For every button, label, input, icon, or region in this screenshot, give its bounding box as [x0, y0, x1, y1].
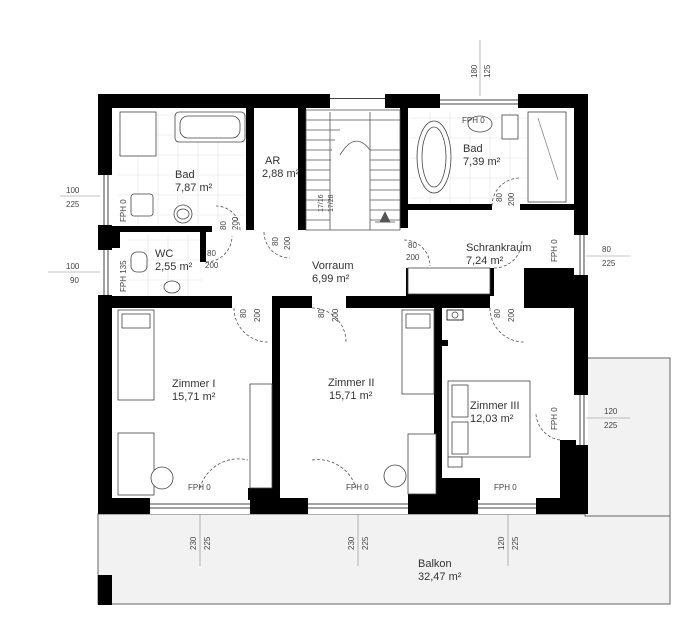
toilet — [130, 193, 154, 217]
shower-bad2 — [527, 111, 567, 203]
window-dim-top-a: 180 — [470, 64, 479, 78]
window-dim-z3-b: 225 — [511, 536, 520, 550]
fph-schrank: FPH 0 — [550, 239, 559, 262]
fph-bad2: FPH 0 — [462, 116, 485, 125]
door-dim-schrank-a: 80 — [408, 241, 417, 250]
room-bad1-name: Bad — [175, 169, 195, 181]
stair-label-b: 17/28 — [328, 194, 335, 212]
window-dim-left-bad-a: 100 — [66, 186, 80, 195]
room-zimmer2-area: 15,71 m² — [329, 390, 373, 402]
staircase — [305, 109, 401, 231]
window-dim-right-z3-a: 120 — [604, 407, 618, 416]
fph-z3-side: FPH 0 — [550, 407, 559, 430]
door-dim-schrank-b: 200 — [406, 253, 420, 262]
chair-zimmer2 — [383, 464, 407, 488]
room-vorraum-area: 6,99 m² — [312, 273, 350, 285]
door-swings — [199, 177, 561, 489]
door-dim-z3-a: 80 — [493, 309, 502, 318]
room-vorraum-name: Vorraum — [312, 260, 354, 272]
wc-toilet — [130, 251, 148, 273]
balcony — [97, 357, 671, 605]
room-zimmer1-name: Zimmer I — [172, 378, 215, 390]
room-zimmer3-area: 12,03 m² — [470, 413, 514, 425]
room-zimmer2-name: Zimmer II — [328, 377, 374, 389]
window-dim-right-z3-b: 225 — [604, 421, 618, 430]
window-dim-top-b: 125 — [483, 64, 492, 78]
dimension-lines — [48, 40, 630, 566]
window-dim-left-wc-a: 100 — [66, 262, 80, 271]
room-wc-name: WC — [155, 248, 173, 260]
door-dim-wc-b: 200 — [205, 261, 219, 270]
sink-bad2 — [467, 115, 493, 133]
door-dim-bad2-a: 80 — [495, 193, 504, 202]
desk-zimmer2 — [407, 433, 437, 495]
door-dim-bad1-a: 80 — [219, 221, 228, 230]
wardrobe-zimmer1 — [249, 383, 273, 489]
room-bad1-area: 7,87 m² — [175, 182, 213, 194]
room-balkon-name: Balkon — [418, 558, 452, 570]
door-dim-z2-b: 200 — [331, 308, 340, 322]
door-dim-z3-b: 200 — [507, 308, 516, 322]
window-dim-right-schrank-a: 80 — [602, 245, 611, 254]
window-dim-z2-b: 225 — [361, 536, 370, 550]
shower — [119, 111, 157, 157]
window-dim-z1-a: 230 — [189, 536, 198, 550]
door-dim-z1-b: 200 — [253, 308, 262, 322]
door-dim-ar-b: 200 — [283, 236, 292, 250]
room-balkon-area: 32,47 m² — [418, 571, 462, 583]
room-bad2-area: 7,39 m² — [463, 156, 501, 168]
door-dim-z1-a: 80 — [239, 309, 248, 318]
room-schrankraum-name: Schrankraum — [466, 242, 531, 254]
fph-z1: FPH 0 — [188, 483, 211, 492]
window-dim-left-bad-b: 225 — [66, 200, 80, 209]
stair-label-a: 17/16 — [318, 194, 325, 212]
windows — [98, 94, 588, 514]
room-schrankraum-area: 7,24 m² — [466, 255, 504, 267]
room-ar-area: 2,88 m² — [262, 168, 300, 180]
fph-wc: FPH 135 — [119, 260, 128, 292]
door-dim-ar-a: 80 — [271, 237, 280, 246]
chair-zimmer1 — [150, 466, 174, 490]
window-dim-left-wc-b: 90 — [70, 276, 79, 285]
cabinet-schrank — [407, 267, 491, 295]
room-ar-name: AR — [265, 155, 280, 167]
fph-z3: FPH 0 — [494, 483, 517, 492]
room-wc-area: 2,55 m² — [155, 261, 193, 273]
fixtures — [117, 111, 567, 496]
window-dim-right-schrank-b: 225 — [602, 259, 616, 268]
door-dim-bad2-b: 200 — [507, 192, 516, 206]
fph-z2: FPH 0 — [346, 483, 369, 492]
room-zimmer1-area: 15,71 m² — [172, 391, 216, 403]
fph-bad1: FPH 0 — [119, 199, 128, 222]
room-zimmer3-name: Zimmer III — [470, 400, 520, 412]
room-bad2-name: Bad — [463, 143, 483, 155]
door-dim-wc-a: 80 — [207, 249, 216, 258]
door-dim-z2-a: 80 — [317, 309, 326, 318]
window-dim-z1-b: 225 — [203, 536, 212, 550]
desk-zimmer1 — [117, 432, 155, 496]
window-dim-z3-a: 120 — [497, 536, 506, 550]
door-dim-bad1-b: 200 — [231, 216, 240, 230]
window-dim-z2-a: 230 — [347, 536, 356, 550]
